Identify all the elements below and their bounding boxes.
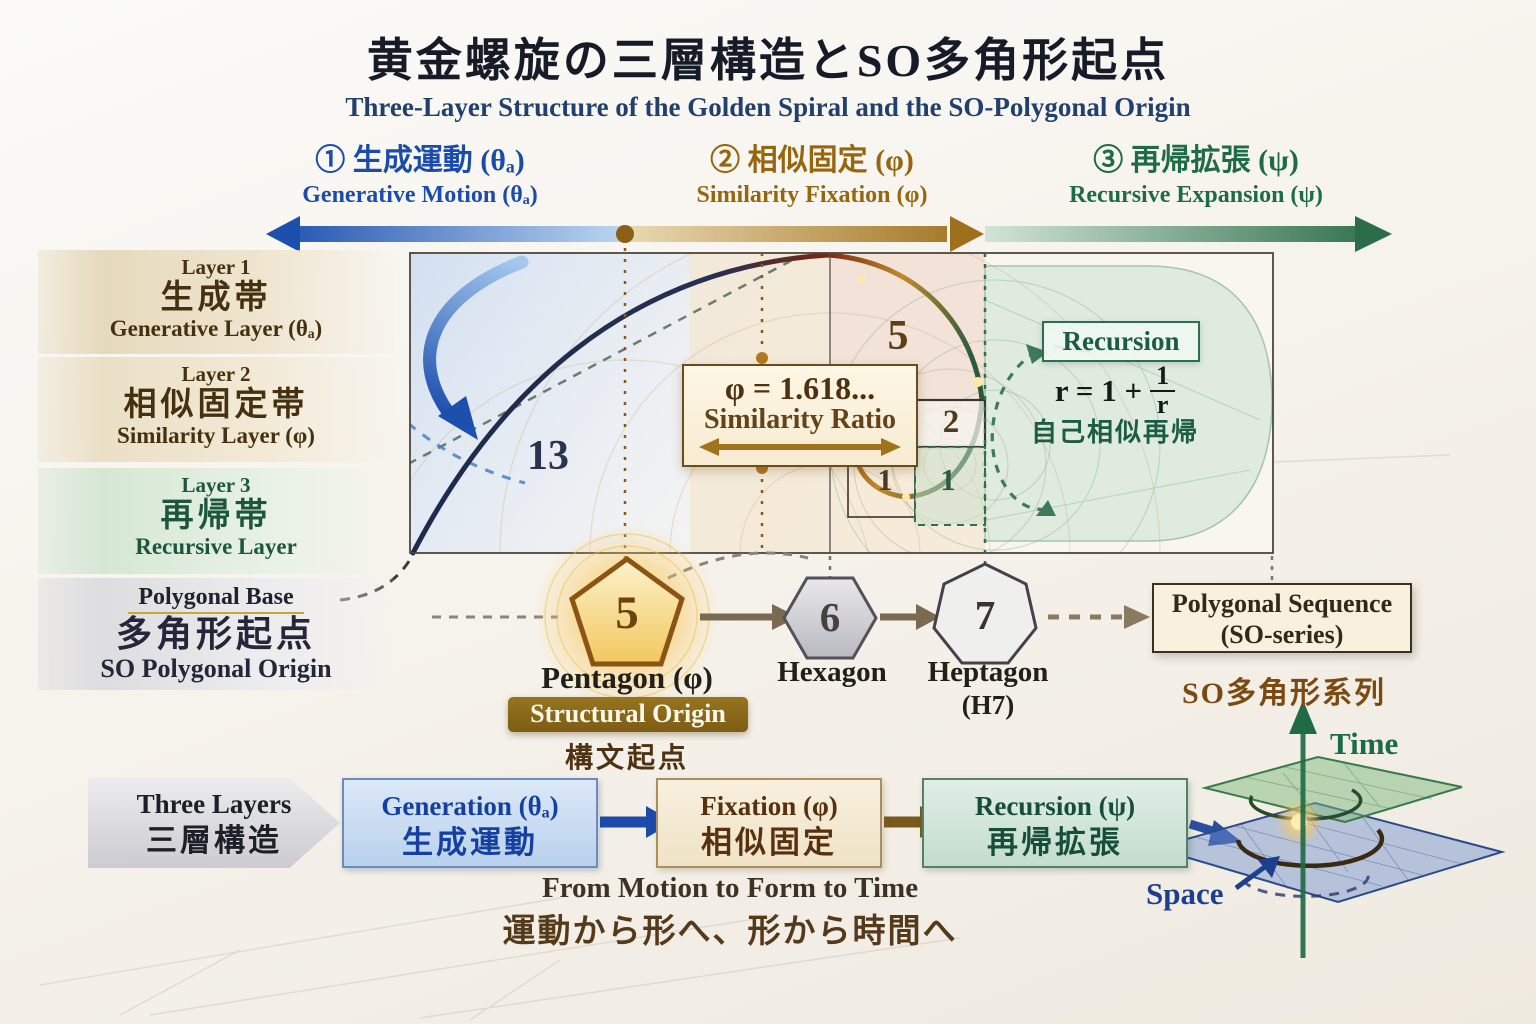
- layer-1-tier: Layer 1: [181, 255, 251, 279]
- time-plane: [1201, 755, 1463, 824]
- flow-step-fixation: Fixation (φ) 相似固定: [656, 778, 882, 868]
- layer-3-jp: 再帰帯: [160, 497, 272, 534]
- fib-2: 2: [942, 404, 960, 440]
- phase-1-en: Generative Motion (θₐ): [302, 181, 538, 208]
- similarity-ratio-box: φ = 1.618... Similarity Ratio: [682, 364, 918, 467]
- heptagon-label: Heptagon: [927, 656, 1049, 688]
- flow-caption-jp: 運動から形へ、形から時間へ: [502, 914, 958, 950]
- page-subtitle: Three-Layer Structure of the Golden Spir…: [345, 92, 1191, 122]
- flow-step3-en: Fixation (φ): [700, 791, 838, 821]
- band-left-arrowhead: [266, 216, 300, 252]
- layer-2-en: Similarity Layer (φ): [117, 423, 315, 449]
- flow-step1-en: Three Layers: [136, 789, 292, 819]
- layer-3-en: Recursive Layer: [135, 534, 297, 560]
- origin-glow: [1275, 798, 1323, 846]
- layer-row-polygonal-base: Polygonal Base 多角形起点 SO Polygonal Origin: [38, 578, 394, 690]
- generative-motion-arrowhead: [438, 396, 478, 440]
- arrow-recursion-to-spacetime: [1208, 820, 1242, 846]
- double-headed-ratio-arrow: [699, 438, 901, 457]
- band-origin-dot: [616, 225, 634, 243]
- heptagon-sub-label: (H7): [961, 690, 1015, 720]
- page-title: 黄金螺旋の三層構造とSO多角形起点: [366, 35, 1170, 86]
- pentagon-label: Pentagon (φ): [541, 660, 713, 695]
- fraction-numerator: 1: [1150, 363, 1176, 392]
- generative-motion-arrow: [423, 255, 529, 419]
- similarity-ratio-label: Similarity Ratio: [703, 404, 897, 436]
- pentagon-number: 5: [615, 587, 639, 639]
- hexagon-label: Hexagon: [777, 656, 887, 688]
- flow-step3-jp: 相似固定: [701, 824, 837, 860]
- layer-2-tier: Layer 2: [181, 362, 251, 386]
- phase-3-en: Recursive Expansion (ψ): [1069, 181, 1323, 208]
- fib-1b: 1: [940, 462, 956, 497]
- phase-header-similarity: ② 相似固定 (φ) Similarity Fixation (φ): [597, 142, 1027, 210]
- space-axis-label: Space: [1146, 876, 1224, 911]
- fraction-denominator: r: [1156, 390, 1169, 419]
- phi-formula: φ = 1.618...: [724, 370, 876, 406]
- band-right-arrowhead: [1355, 216, 1392, 252]
- spiral-coil: [1235, 828, 1385, 869]
- spacetime-stack: [1151, 700, 1506, 958]
- recursion-label: Recursion: [1042, 321, 1200, 362]
- arrow-7-to-sequence: [1124, 605, 1150, 629]
- heptagon-number: 7: [974, 592, 996, 638]
- flow-step4-en: Recursion (ψ): [974, 791, 1136, 821]
- sequence-jp-caption: SO多角形系列: [1181, 677, 1387, 710]
- fib-13: 13: [527, 433, 569, 479]
- layer-2-jp: 相似固定帯: [123, 386, 309, 423]
- polygonal-base-jp: 多角形起点: [115, 613, 316, 654]
- phase-header-generative: ① 生成運動 (θₐ) Generative Motion (θₐ): [205, 142, 635, 210]
- layer-row-1: Layer 1 生成帯 Generative Layer (θₐ): [38, 250, 394, 354]
- flow-step1-jp: 三層構造: [146, 822, 282, 858]
- recursion-fraction: 1 r: [1150, 363, 1176, 419]
- phase-1-jp: ① 生成運動 (θₐ): [315, 144, 525, 177]
- arrow-5-to-6: [772, 604, 798, 630]
- flow-step-recursion: Recursion (ψ) 再帰拡張: [922, 778, 1188, 868]
- layer-row-2: Layer 2 相似固定帯 Similarity Layer (φ): [38, 357, 394, 462]
- layer-1-en: Generative Layer (θₐ): [109, 316, 323, 342]
- flow-step-three-layers: Three Layers 三層構造: [88, 778, 340, 868]
- flow-caption-en: From Motion to Form to Time: [541, 872, 919, 904]
- space-pointer: [1234, 863, 1268, 891]
- layer-row-3: Layer 3 再帰帯 Recursive Layer: [38, 468, 394, 574]
- time-axis-label: Time: [1330, 726, 1399, 761]
- hexagon-number: 6: [819, 594, 841, 640]
- recursion-jp-caption: 自己相似再帰: [1030, 418, 1199, 447]
- flow-step-generation: Generation (θₐ) 生成運動: [342, 778, 598, 868]
- phase-axis-band: [266, 216, 1392, 252]
- structural-origin-badge: Structural Origin: [508, 697, 748, 732]
- polygonal-base-en: SO Polygonal Origin: [100, 654, 332, 684]
- arrow-6-to-7: [916, 604, 940, 630]
- phase-2-en: Similarity Fixation (φ): [696, 181, 928, 208]
- phase-2-jp: ② 相似固定 (φ): [710, 144, 914, 177]
- fib-1a: 1: [877, 462, 893, 497]
- phase-3-jp: ③ 再帰拡張 (ψ): [1093, 144, 1299, 177]
- fib-5: 5: [887, 313, 909, 359]
- layer-3-tier: Layer 3: [181, 473, 251, 497]
- polygonal-sequence-box: Polygonal Sequence (SO-series): [1152, 583, 1412, 653]
- layer-1-jp: 生成帯: [160, 279, 272, 316]
- phase-header-recursive: ③ 再帰拡張 (ψ) Recursive Expansion (ψ): [981, 142, 1411, 210]
- flow-step2-jp: 生成運動: [402, 824, 538, 860]
- polygonal-base-tier: Polygonal Base: [128, 584, 304, 614]
- space-pointer-arrowhead: [1258, 856, 1280, 878]
- band-gold-arrowhead: [950, 216, 984, 252]
- flow-step4-jp: 再帰拡張: [987, 824, 1123, 860]
- recursion-eq-prefix: r = 1 +: [1054, 372, 1143, 408]
- recursion-formula: r = 1 + 1 r: [1030, 363, 1200, 418]
- sequence-line2: (SO-series): [1220, 620, 1344, 650]
- sequence-line1: Polygonal Sequence: [1171, 589, 1393, 618]
- flow-step2-en: Generation (θₐ): [381, 791, 559, 821]
- structural-origin-jp: 構文起点: [564, 743, 690, 774]
